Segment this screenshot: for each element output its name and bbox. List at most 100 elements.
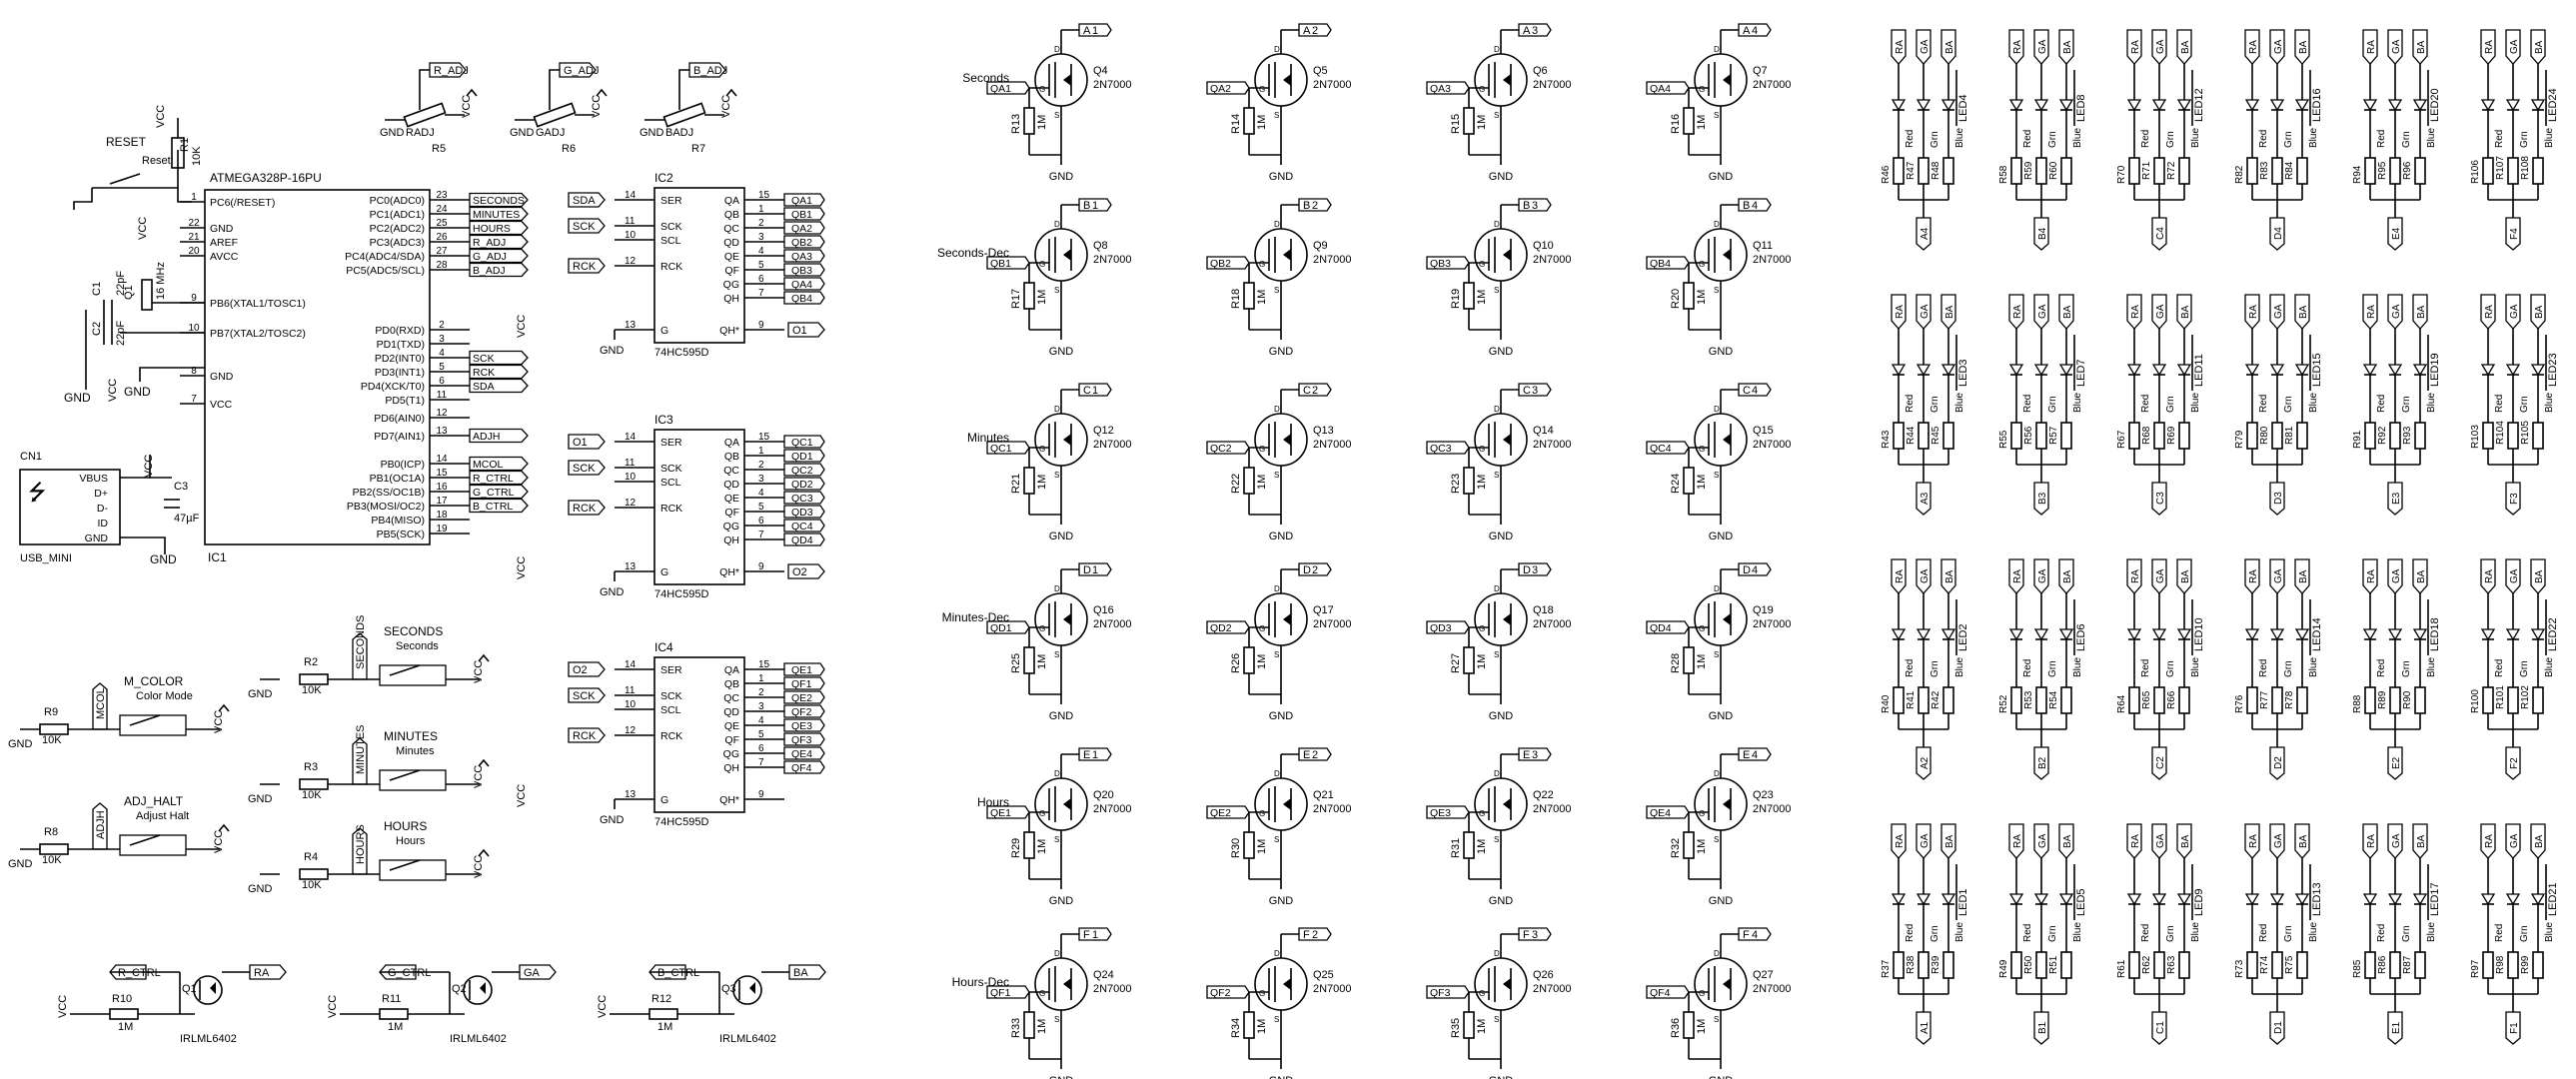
nfet-input-flag [1206,256,1250,270]
button-res-ref: R3 [304,761,318,773]
shiftreg-next: O2 [792,566,807,578]
led-diode [2412,364,2428,377]
nfet-pin-g: G [1039,85,1045,94]
led-anode-flag [2151,823,2167,859]
led-res-body [2153,157,2165,185]
led-res-ref: R50 [2023,955,2034,974]
pot-wiper-wire [549,69,560,110]
nfet-input-flag [1206,985,1250,999]
nfet-body [1694,777,1748,831]
led-color-label: Grn [2519,660,2530,677]
shiftreg-out-flag [783,662,825,676]
mcu-net-label: R_CTRL [473,473,514,485]
nfet-input-label: QF2 [1210,987,1231,999]
pot-vcc-arrow [596,88,608,97]
nfet-ref: Q17 [1313,604,1334,616]
led-cathode-label: F1 [2509,1022,2520,1034]
led-res-body [2414,157,2426,185]
led-ref: LED5 [2075,888,2087,916]
led-res-body [2296,686,2308,714]
led-diode [1891,893,1907,906]
pfet-res-body [109,1008,139,1020]
nfet-res-val: 1M [1696,290,1708,305]
mcu-left-pin-name: GND [210,223,234,235]
nfet-res-val: 1M [1476,839,1488,854]
nfet-pin-s: S [1054,471,1059,480]
button-vcc-label: VCC [473,660,485,683]
nfet-part: 2N7000 [1313,983,1352,995]
button-label: Color Mode [136,690,193,702]
nfet-arrow [1063,249,1071,261]
shiftreg-out-flag [783,463,825,477]
led-diode [2176,628,2192,641]
nfet-gnd-label: GND [1489,171,1514,183]
mcu-right-pin-name: PB0(ICP) [381,459,425,471]
led-cathode-label: C3 [2155,492,2166,505]
nfet-input-label: QF1 [990,987,1011,999]
shiftreg-sck-flag [568,218,606,234]
led-res-ref: R52 [1998,694,2009,713]
led-res-body [1893,157,1905,185]
shiftreg-left-num: 12 [625,498,637,509]
shiftreg-right-name: QE [724,493,739,505]
led-res-ref: R63 [2166,955,2177,974]
shiftreg-left-name: SER [660,437,682,449]
shiftreg-out-label: QC4 [791,521,813,533]
nfet-gnd-label: GND [1709,1075,1734,1079]
led-res-ref: R74 [2259,955,2270,974]
led-res-body [2060,422,2072,450]
led-res-body [2178,157,2190,185]
nfet-pin-s: S [1054,835,1059,844]
led-color-label: Blue [2426,922,2437,942]
nfet-drain-letter: E [1083,749,1090,761]
led-color-label: Blue [2072,128,2083,148]
mcu-left-pin-num: 7 [191,394,197,405]
led-diode [2294,893,2310,906]
led-anode-flag [2530,29,2546,65]
led-res-body [2507,686,2519,714]
led-res-body [2178,951,2190,979]
nfet-drain-num: 1 [1092,929,1098,941]
nfet-gnd-label: GND [1269,1075,1294,1079]
led-res-ref: R45 [1931,426,1941,445]
led-anode-flag [1940,29,1956,65]
nfet-drain-flag [1298,198,1332,212]
led-color-label: Blue [2308,128,2319,148]
nfet-input-flag [1426,985,1470,999]
nfet-drain-num: 1 [1092,25,1098,37]
led-diode [2480,628,2496,641]
led-cathode-label: C1 [2155,1021,2166,1034]
shiftreg-next: O1 [792,325,807,337]
shiftreg-out-flag [783,235,825,249]
nfet-drain-flag [1078,23,1112,37]
shiftreg-rck-flag [568,727,606,743]
usb-pin-name: ID [98,518,109,530]
nfet-input-flag [986,441,1030,455]
nfet-gnd-label: GND [1049,895,1074,907]
nfet-res-body [1463,1011,1475,1039]
nfet-drain-flag [1518,23,1552,37]
nfet-drain-num: 4 [1752,25,1758,37]
led-anode-flag [2058,29,2074,65]
led-res-body [2153,422,2165,450]
nfet-pin-d: D [1494,949,1500,958]
led-diode [2008,628,2024,641]
pot-gnd-label: GND [380,127,405,139]
button-name: ADJ_HALT [124,794,184,808]
nfet-res-body [1683,107,1695,135]
nfet-res-val: 1M [1036,654,1048,669]
led-ref: LED18 [2429,617,2441,651]
led-diode [2530,364,2546,377]
nfet-pin-d: D [1274,220,1280,229]
mcu-right-pin-name: PC2(ADC2) [370,223,425,235]
button-vcc-label: VCC [473,855,485,878]
shiftreg-out-label: QE3 [791,720,812,732]
led-anode-label: RA [2366,569,2377,583]
nfet-gnd-label: GND [1049,531,1074,542]
nfet-pin-s: S [1714,111,1719,120]
led-anode-flag [2387,823,2403,859]
led-anode-label: BA [2534,569,2545,583]
shiftreg-right-num: 5 [758,260,764,271]
